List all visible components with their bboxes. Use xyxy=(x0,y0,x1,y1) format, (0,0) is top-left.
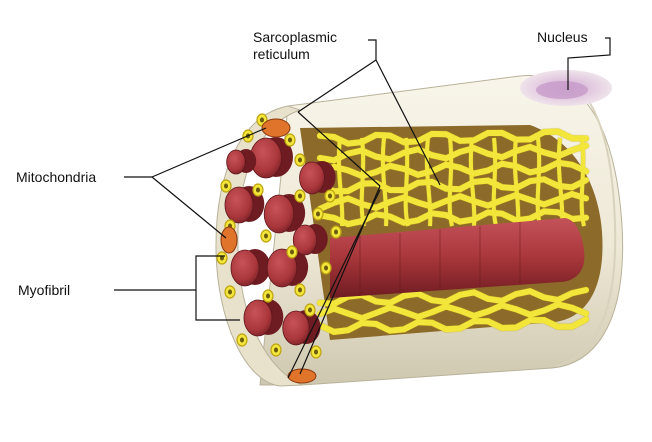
reticulum-tubule-lumen xyxy=(298,287,302,293)
myofibril-long xyxy=(330,218,585,298)
reticulum-tubule xyxy=(317,190,589,212)
mitochondrion xyxy=(220,226,238,254)
myofibril-cross-sections xyxy=(224,137,336,346)
myofibril-cross-section xyxy=(292,224,328,256)
reticulum-tubule-lumen xyxy=(308,307,312,313)
myofibril-cross-section xyxy=(226,149,257,175)
myofibril-cross-section xyxy=(299,161,336,195)
reticulum-tubule xyxy=(512,137,521,227)
myofibril-cross-section xyxy=(249,137,293,179)
myofibril-cross-section xyxy=(263,194,306,234)
sarcoplasmic-leader xyxy=(368,39,441,186)
reticulum-tubule xyxy=(491,137,498,227)
mitochondrion xyxy=(261,118,291,138)
reticulum-tubule xyxy=(403,137,410,227)
reticulum-tubule-lumen xyxy=(228,289,232,295)
reticulum-tubule xyxy=(359,137,366,227)
reticulum-tubule xyxy=(317,316,589,335)
mitochondrion xyxy=(287,368,317,384)
myofibril-cross-section xyxy=(230,249,271,287)
reticulum-tubule xyxy=(468,137,477,227)
reticulum-tubule-lumen xyxy=(288,137,292,143)
labels: Sarcoplasmic reticulum Nucleus Mitochond… xyxy=(16,29,588,298)
reticulum-tubule-lumen xyxy=(240,337,244,343)
reticulum-tubule-lumen xyxy=(324,265,328,271)
label-sarcoplasmic-reticulum-line2: reticulum xyxy=(253,46,310,62)
reticulum-tubule-lumen xyxy=(274,347,278,353)
reticulum-tubule-lumen xyxy=(256,187,260,193)
reticulum-tubule-lumen xyxy=(328,193,332,199)
label-nucleus: Nucleus xyxy=(537,29,588,45)
myofibril-bracket xyxy=(195,255,240,321)
reticulum-tubule-lumen xyxy=(314,349,318,355)
reticulum-tubule-lumen xyxy=(264,233,268,239)
reticulum-tubule-lumen xyxy=(298,157,302,163)
reticulum-tubule xyxy=(556,137,565,227)
mitochondria-leader xyxy=(151,176,227,239)
reticulum-tubule-lumen xyxy=(334,229,338,235)
reticulum-tubule xyxy=(579,137,586,227)
reticulum-tubule xyxy=(535,137,542,227)
reticulum-tubule xyxy=(317,287,589,307)
reticulum-tubule-lumen xyxy=(220,255,224,261)
leader-lines xyxy=(114,37,611,379)
reticulum-tubule-lumen xyxy=(224,183,228,189)
sarcoplasmic-leader xyxy=(297,59,377,113)
reticulum-tubule xyxy=(317,301,589,322)
reticulum-tubule xyxy=(380,137,389,227)
sarcoplasmic-leader xyxy=(287,189,381,379)
sarcoplasmic-reticulum xyxy=(317,128,589,335)
reticulum-tubule-lumen xyxy=(266,293,270,299)
myofibril-cross-section xyxy=(282,310,321,346)
nucleus xyxy=(520,70,612,106)
reticulum-tubule xyxy=(317,128,589,147)
sarcoplasmic-leader xyxy=(297,111,381,187)
reticulum-tubules xyxy=(216,113,342,359)
reticulum-tubule-lumen xyxy=(290,249,294,255)
mitochondria-leader xyxy=(151,127,267,178)
reticulum-tubule-lumen xyxy=(260,117,264,123)
reticulum-tubule-lumen xyxy=(298,193,302,199)
myofibril-cross-section xyxy=(243,299,284,337)
reticulum-tubule xyxy=(447,137,454,227)
reticulum-tubule xyxy=(424,137,433,227)
mitochondria-group xyxy=(220,118,317,384)
myofibril-cross-section xyxy=(266,248,309,288)
reticulum-tubule-lumen xyxy=(316,211,320,217)
label-mitochondria: Mitochondria xyxy=(16,169,96,185)
label-sarcoplasmic-reticulum-line1: Sarcoplasmic xyxy=(253,29,337,45)
label-myofibril: Myofibril xyxy=(18,282,70,298)
nucleus-leader xyxy=(567,37,611,90)
